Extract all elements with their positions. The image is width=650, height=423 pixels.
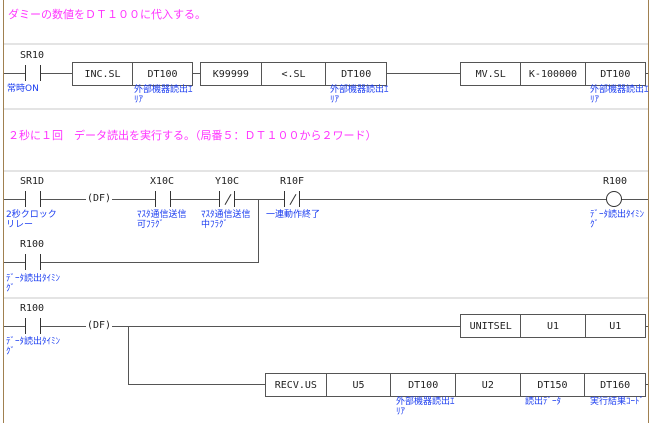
no-contact-x10c[interactable] — [155, 191, 171, 207]
no-contact-r100[interactable] — [25, 254, 41, 270]
operand: DT150 — [519, 374, 585, 396]
rung2-wire — [4, 199, 648, 200]
operand: DT100 — [132, 63, 192, 85]
nc-contact-y10c[interactable] — [219, 191, 235, 207]
operand: U2 — [455, 374, 520, 396]
no-contact-r100[interactable] — [25, 318, 41, 334]
device-comment: 一連動作終了 — [266, 210, 321, 220]
contact-label: SR1D — [20, 176, 45, 187]
operand: K99999 — [212, 68, 249, 80]
separator — [4, 108, 648, 110]
contact-label: R100 — [20, 239, 45, 250]
df-instruction[interactable]: (DF) — [86, 193, 113, 204]
operand: UNITSEL — [469, 320, 512, 332]
separator — [4, 170, 648, 172]
compare-instruction[interactable]: K99999 <.SL DT100 — [200, 62, 387, 86]
operand: MV.SL — [475, 68, 506, 80]
device-comment: 常時ON — [7, 84, 39, 94]
device-comment: ﾃﾞｰﾀ読出ﾀｲﾐﾝｸﾞ — [6, 274, 61, 294]
device-comment: 実行結果ｺｰﾄﾞ — [590, 397, 645, 407]
contact-label: R100 — [20, 303, 45, 314]
operand: DT100 — [584, 63, 645, 85]
mv-instruction[interactable]: MV.SL K-100000 DT100 — [460, 62, 646, 86]
separator — [4, 297, 648, 299]
branch-wire — [258, 199, 259, 263]
device-comment: 外部機器読出ｴﾘｱ — [396, 397, 455, 417]
device-comment: ﾃﾞｰﾀ読出ﾀｲﾐﾝｸﾞ — [590, 210, 645, 230]
contact-label: X10C — [150, 176, 175, 187]
operand: U1 — [584, 315, 645, 337]
operand: DT100 — [390, 374, 455, 396]
contact-label: Y10C — [215, 176, 240, 187]
rung-comment-1[interactable]: ダミーの数値をＤＴ１００に代入する。 — [8, 8, 206, 21]
no-contact-sr10[interactable] — [25, 65, 41, 81]
contact-label: R10F — [280, 176, 305, 187]
df-instruction[interactable]: (DF) — [86, 320, 113, 331]
operand: DT100 — [325, 63, 386, 85]
device-comment: 2秒クロックリレー — [6, 210, 57, 230]
right-power-rail — [648, 0, 649, 423]
device-comment: ﾃﾞｰﾀ読出ﾀｲﾐﾝｸﾞ — [6, 337, 61, 357]
rung3-wire — [4, 326, 648, 327]
separator — [4, 43, 648, 45]
rung-comment-2[interactable]: ２秒に１回 データ読出を実行する。（局番５：ＤＴ１００から２ワード） — [8, 129, 377, 142]
nc-contact-r10f[interactable] — [284, 191, 300, 207]
branch-wire — [4, 262, 259, 263]
left-power-rail — [3, 0, 4, 423]
operand: DT160 — [584, 374, 645, 396]
recv-instruction[interactable]: RECV.US U5 DT100 U2 DT150 DT160 — [265, 373, 646, 397]
device-comment: ﾏｽﾀ通信送信中ﾌﾗｸﾞ — [201, 210, 251, 230]
unitsel-instruction[interactable]: UNITSEL U1 U1 — [460, 314, 646, 338]
device-comment: 外部機器読出ｴﾘｱ — [134, 85, 193, 105]
inc-instruction[interactable]: INC.SL DT100 — [72, 62, 193, 86]
operand: <.SL — [260, 63, 326, 85]
branch-wire — [128, 326, 129, 384]
no-contact-sr1d[interactable] — [25, 191, 41, 207]
operand: INC.SL — [84, 68, 121, 80]
contact-label: SR10 — [20, 50, 45, 61]
output-coil-r100[interactable] — [606, 191, 622, 207]
coil-label: R100 — [603, 176, 628, 187]
device-comment: ﾏｽﾀ通信送信可ﾌﾗｸﾞ — [137, 210, 187, 230]
operand: U5 — [325, 374, 391, 396]
operand: K-100000 — [520, 63, 584, 85]
operand: RECV.US — [274, 379, 317, 391]
operand: U1 — [520, 315, 584, 337]
device-comment: 外部機器読出ｴﾘｱ — [330, 85, 389, 105]
device-comment: 外部機器読出ｴﾘｱ — [590, 85, 649, 105]
device-comment: 読出ﾃﾞｰﾀ — [525, 397, 562, 407]
